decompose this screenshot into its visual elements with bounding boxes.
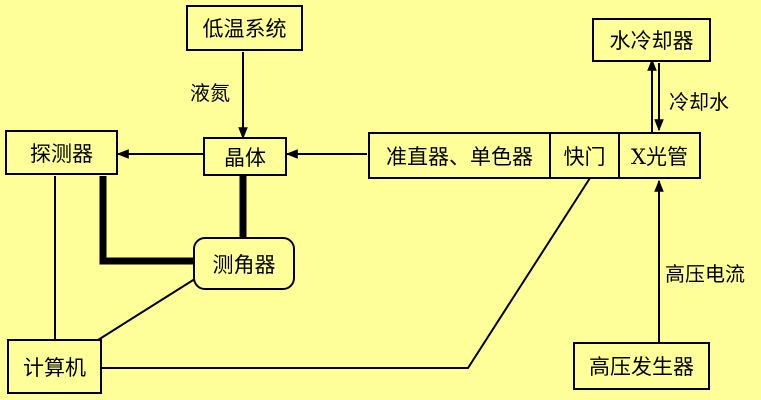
high-voltage-current-label: 高压电流 bbox=[665, 262, 745, 286]
cryo-system-box: 低温系统 bbox=[186, 5, 303, 51]
cooling-water-label: 冷却水 bbox=[669, 90, 729, 114]
goniometer-detector-link bbox=[99, 176, 196, 265]
goniometer-box: 测角器 bbox=[193, 237, 295, 290]
goniometer-computer-link bbox=[97, 276, 199, 341]
computer-box: 计算机 bbox=[7, 339, 102, 394]
water-cooler-box: 水冷却器 bbox=[592, 18, 711, 62]
xray-tube-box: X光管 bbox=[618, 132, 701, 179]
collimator-monochromator-box: 准直器、单色器 bbox=[368, 132, 551, 179]
shutter-box: 快门 bbox=[549, 132, 620, 179]
shutter-computer-link bbox=[101, 177, 591, 369]
hv-generator-box: 高压发生器 bbox=[573, 342, 710, 390]
detector-box: 探测器 bbox=[5, 130, 118, 175]
liquid-nitrogen-label: 液氮 bbox=[190, 81, 230, 105]
crystal-box: 晶体 bbox=[203, 137, 287, 176]
